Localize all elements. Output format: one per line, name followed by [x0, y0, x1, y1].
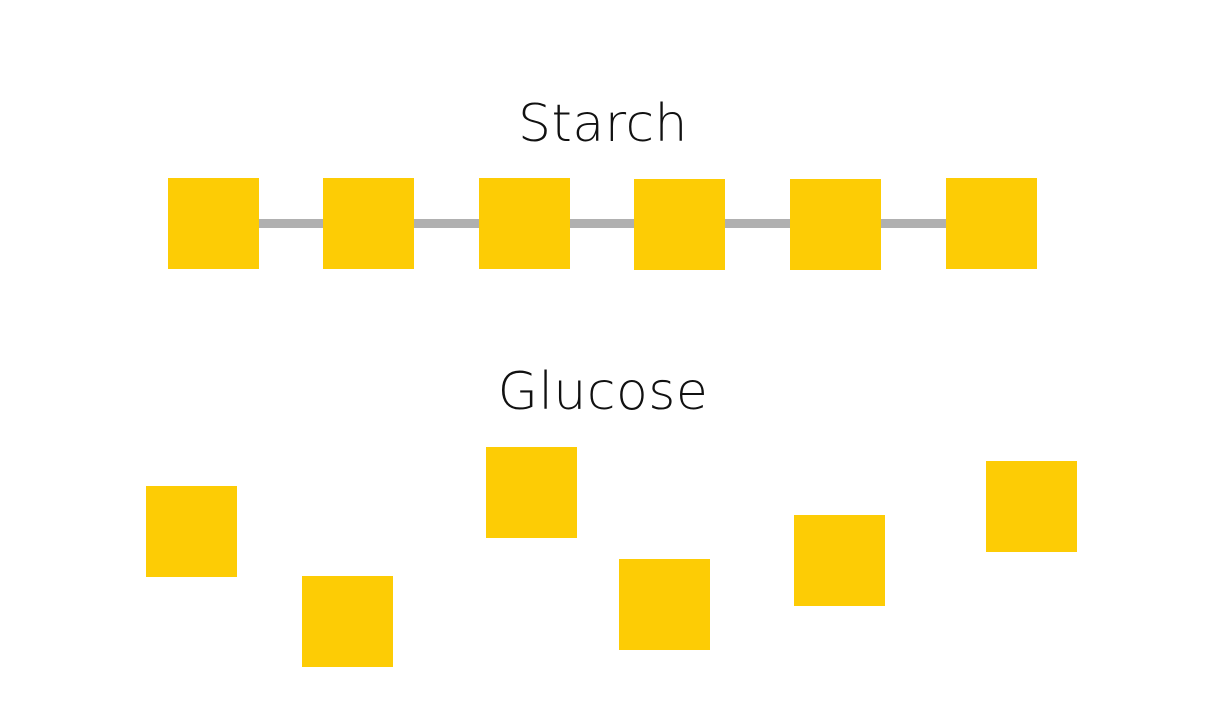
free-glucose-unit [986, 461, 1077, 552]
starch-glucose-unit [634, 179, 725, 270]
starch-glucose-unit [790, 179, 881, 270]
starch-glucose-unit [479, 178, 570, 269]
free-glucose-unit [486, 447, 577, 538]
glucose-label: Glucose [497, 362, 709, 422]
starch-glucose-unit [323, 178, 414, 269]
glycosidic-bond-chain [255, 219, 955, 228]
starch-glucose-unit [168, 178, 259, 269]
free-glucose-unit [146, 486, 237, 577]
starch-label: Starch [517, 94, 689, 154]
free-glucose-unit [302, 576, 393, 667]
free-glucose-unit [619, 559, 710, 650]
starch-glucose-unit [946, 178, 1037, 269]
free-glucose-unit [794, 515, 885, 606]
